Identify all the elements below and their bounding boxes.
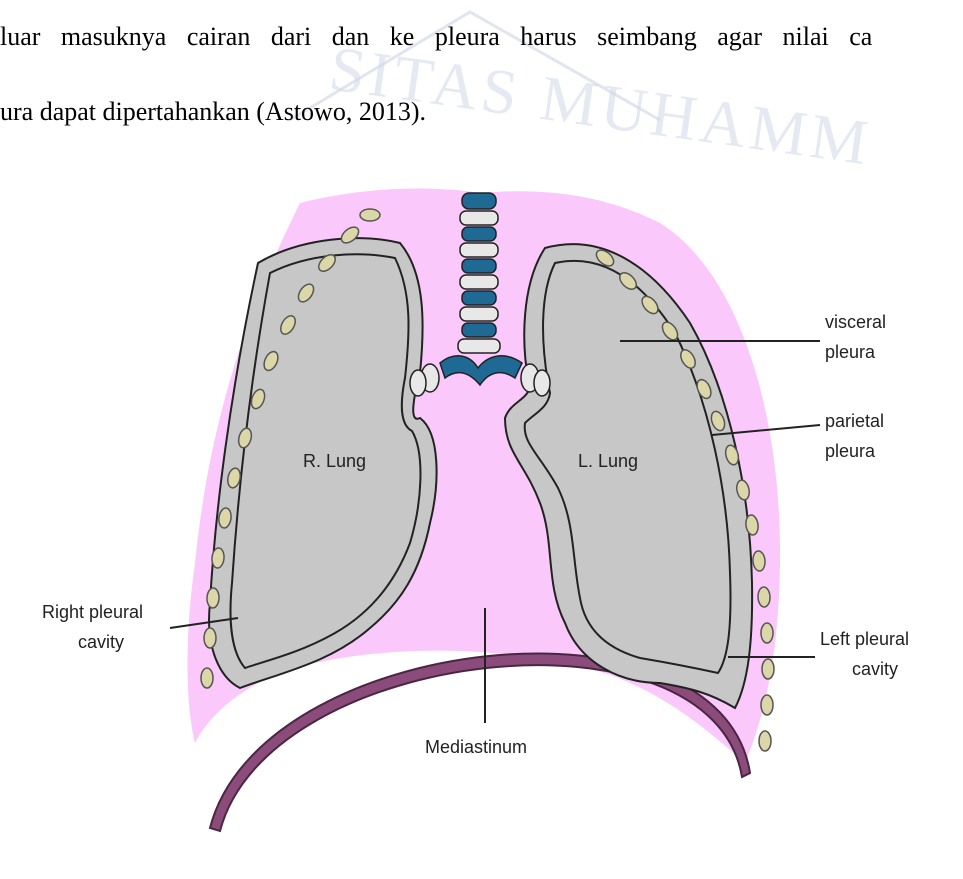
paragraph-line-2: ura dapat dipertahankan (Astowo, 2013).	[0, 97, 426, 127]
label-parietal-line1: parietal	[825, 411, 884, 431]
label-visceral-line2: pleura	[825, 342, 876, 362]
paragraph-line-1: luar masuknya cairan dari dan ke pleura …	[0, 22, 872, 52]
label-mediastinum: Mediastinum	[425, 737, 527, 757]
label-left-cavity-line1: Left pleural	[820, 629, 909, 649]
pleura-diagram: visceral pleura parietal pleura R. Lung …	[0, 163, 963, 879]
label-right-cavity-line2: cavity	[78, 632, 124, 652]
label-left-cavity-line2: cavity	[852, 659, 898, 679]
label-right-cavity-line1: Right pleural	[42, 602, 143, 622]
label-parietal-line2: pleura	[825, 441, 876, 461]
label-l-lung: L. Lung	[578, 451, 638, 471]
label-visceral-line1: visceral	[825, 312, 886, 332]
label-r-lung: R. Lung	[303, 451, 366, 471]
